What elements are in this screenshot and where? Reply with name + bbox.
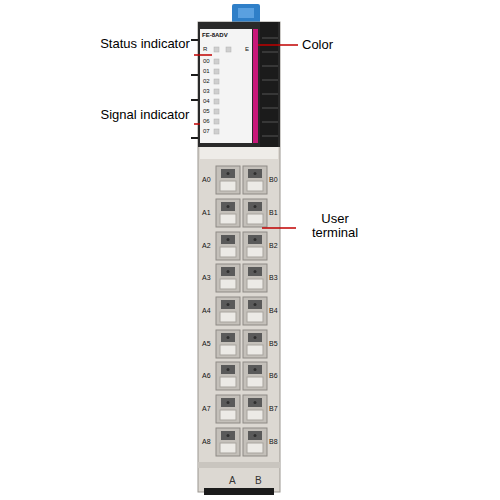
- column-label: A: [229, 475, 236, 486]
- terminal-label: B4: [269, 307, 278, 315]
- terminal-cell: [243, 395, 267, 423]
- leader-lines: [194, 45, 298, 228]
- terminal-label: A8: [202, 438, 211, 446]
- terminal-label: A2: [202, 242, 211, 250]
- bottom-ledge: [198, 462, 280, 468]
- terminal-label: A6: [202, 372, 211, 380]
- leader-line: [258, 44, 298, 46]
- terminal-cell: [243, 166, 267, 194]
- terminal-cell: [243, 232, 267, 260]
- terminal-label: A1: [202, 209, 211, 217]
- model-number: FE-8ADV: [202, 32, 228, 39]
- led-squares: [214, 47, 231, 134]
- module-header: [198, 22, 280, 147]
- latch-face: [238, 8, 254, 18]
- callout-label: User terminal: [300, 212, 370, 241]
- terminal-cell: [243, 264, 267, 292]
- terminal-label: B3: [269, 274, 278, 282]
- terminal-label: B6: [269, 372, 278, 380]
- terminal-label: B2: [269, 242, 278, 250]
- ridge-lines: [262, 38, 278, 136]
- terminal-cell: [216, 362, 240, 390]
- terminal-label: B5: [269, 340, 278, 348]
- status-led-label: E: [245, 46, 249, 53]
- terminal-cell: [216, 395, 240, 423]
- terminal-cell: [243, 330, 267, 358]
- terminal-cell: [216, 166, 240, 194]
- callout-label: Signal indicator: [100, 108, 190, 122]
- terminal-label: A7: [202, 405, 211, 413]
- led-panel: [200, 29, 252, 143]
- channel-led-label: 06: [203, 118, 210, 125]
- terminal-cell: [216, 264, 240, 292]
- terminal-label: A0: [202, 176, 211, 184]
- terminal-label: A3: [202, 274, 211, 282]
- terminal-cell: [216, 199, 240, 227]
- leader-line: [262, 227, 296, 229]
- color-stripe: [253, 29, 258, 143]
- blue-latch: [232, 4, 260, 24]
- side-ridges: [260, 22, 278, 147]
- terminal-cell: [216, 428, 240, 456]
- callout-label: Color: [302, 38, 362, 52]
- terminal-label: B8: [269, 438, 278, 446]
- channel-led-label: 07: [203, 128, 210, 135]
- leader-line: [194, 54, 212, 56]
- channel-led-label: 04: [203, 98, 210, 105]
- leader-line: [194, 123, 200, 125]
- terminal-label: B1: [269, 209, 278, 217]
- bottom-foot: [204, 488, 274, 495]
- column-label: B: [255, 475, 262, 486]
- terminal-cell: [216, 232, 240, 260]
- channel-led-label: 01: [203, 68, 210, 75]
- terminal-label: B7: [269, 405, 278, 413]
- terminal-label: A4: [202, 307, 211, 315]
- terminal-cell: [216, 297, 240, 325]
- status-led-label: R: [203, 46, 207, 53]
- module-body: [198, 22, 280, 492]
- terminal-label: B0: [269, 176, 278, 184]
- terminal-cell: [243, 362, 267, 390]
- terminal-cell: [243, 199, 267, 227]
- callout-label: Status indicator: [100, 37, 190, 51]
- terminal-cell: [243, 297, 267, 325]
- terminal-cell: [216, 330, 240, 358]
- channel-led-label: 03: [203, 88, 210, 95]
- channel-led-label: 02: [203, 78, 210, 85]
- terminal-label: A5: [202, 340, 211, 348]
- terminal-cell: [243, 428, 267, 456]
- channel-led-label: 05: [203, 108, 210, 115]
- header-recess: [200, 147, 278, 159]
- channel-led-label: 00: [203, 58, 210, 65]
